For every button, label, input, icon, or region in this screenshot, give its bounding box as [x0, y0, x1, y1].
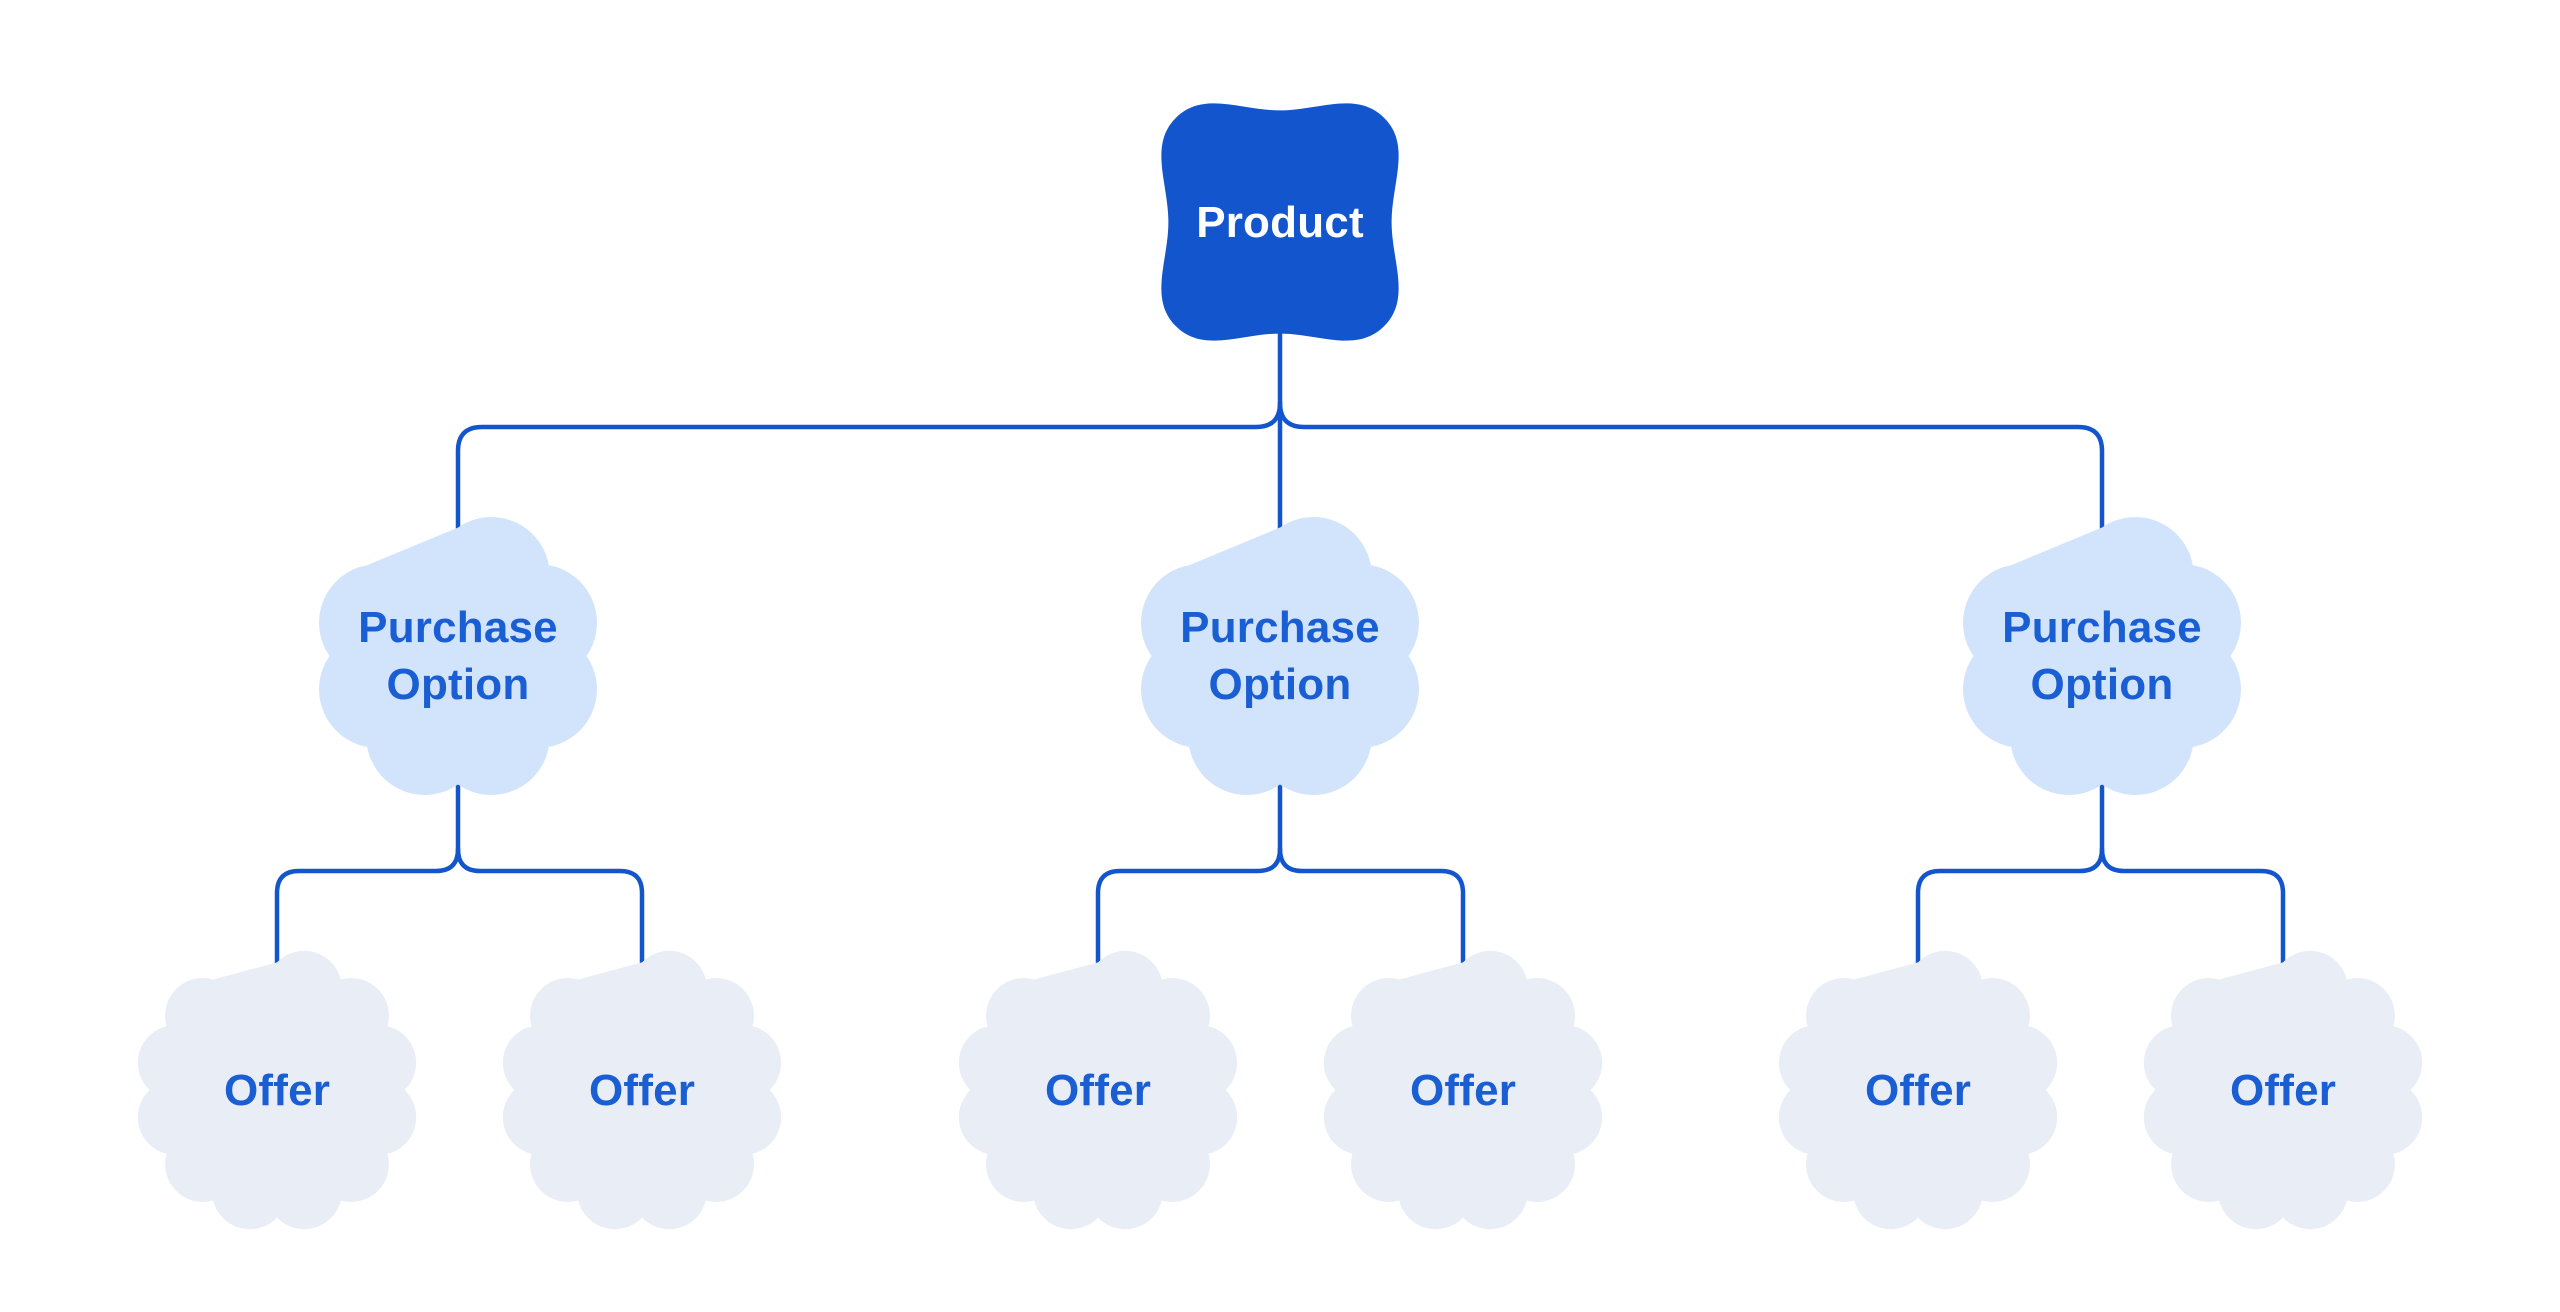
offer-blob-shape — [1778, 950, 2058, 1230]
purchase-option-blob-shape — [319, 517, 597, 795]
product-blob-shape — [1161, 103, 1399, 341]
offer-label: Offer — [1044, 1065, 1152, 1115]
purchase-option-label: Purchase Option — [2002, 603, 2202, 709]
offer-label: Offer — [588, 1065, 696, 1115]
node-purchase-option-2: Purchase Option — [1134, 510, 1426, 802]
node-offer-3: Offer — [953, 945, 1243, 1235]
product-label: Product — [1196, 197, 1364, 247]
offer-label: Offer — [2229, 1065, 2337, 1115]
offer-label: Offer — [1864, 1065, 1972, 1115]
connector-po2-right — [1277, 846, 1466, 973]
connector-root-right — [1277, 400, 2105, 548]
node-offer-6: Offer — [2138, 945, 2428, 1235]
node-product: Product — [1125, 67, 1435, 377]
node-offer-2: Offer — [497, 945, 787, 1235]
purchase-option-label: Purchase Option — [1180, 603, 1380, 709]
offer-blob-shape — [1323, 950, 1603, 1230]
connector-po1-right — [455, 846, 645, 973]
offer-label: Offer — [223, 1065, 331, 1115]
node-purchase-option-1: Purchase Option — [312, 510, 604, 802]
node-offer-4: Offer — [1318, 945, 1608, 1235]
purchase-option-blob-shape — [1141, 517, 1419, 795]
offer-blob-shape — [958, 950, 1238, 1230]
node-offer-5: Offer — [1773, 945, 2063, 1235]
connector-root-left — [455, 400, 1283, 548]
offer-blob-shape — [137, 950, 417, 1230]
offer-blob-shape — [2143, 950, 2423, 1230]
offer-label: Offer — [1409, 1065, 1517, 1115]
purchase-option-label: Purchase Option — [358, 603, 558, 709]
connector-po3-right — [2099, 846, 2286, 973]
node-offer-1: Offer — [132, 945, 422, 1235]
offer-blob-shape — [502, 950, 782, 1230]
purchase-option-blob-shape — [1963, 517, 2241, 795]
node-purchase-option-3: Purchase Option — [1956, 510, 2248, 802]
